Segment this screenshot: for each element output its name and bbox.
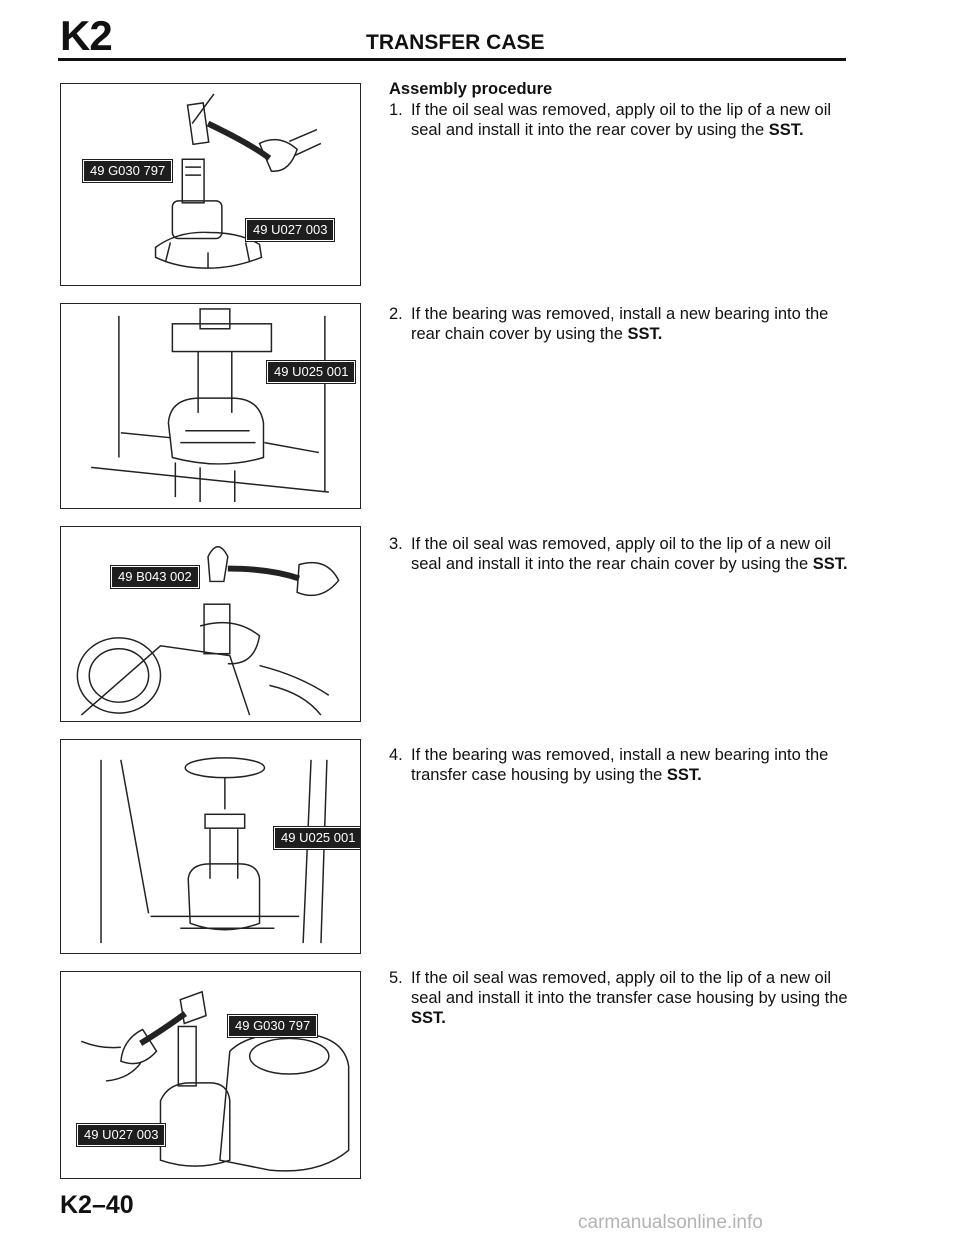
tool-label: 49 G030 797 [226, 1014, 319, 1038]
step-number: 4. [389, 746, 403, 764]
step-2: 2. If the bearing was removed, install a… [389, 304, 851, 344]
tool-label: 49 U025 001 [272, 826, 360, 850]
assembly-procedure-heading: Assembly procedure [389, 80, 553, 98]
step-text: If the bearing was removed, install a ne… [411, 305, 829, 343]
figure-5-illustration [80, 990, 350, 1172]
watermark: carmanualsonline.info [578, 1212, 763, 1233]
tool-label: 49 U025 001 [265, 360, 357, 384]
step-number: 3. [389, 535, 403, 553]
figure-4-illustration [100, 757, 328, 944]
figure-3-oil-seal-rear-chain-cover: 49 B043 002 [60, 526, 361, 722]
figure-2-illustration [91, 308, 329, 503]
page-title: TRANSFER CASE [366, 31, 545, 54]
step-text: If the oil seal was removed, apply oil t… [411, 535, 848, 573]
step-5: 5. If the oil seal was removed, apply oi… [389, 968, 851, 1028]
step-3: 3. If the oil seal was removed, apply oi… [389, 534, 851, 574]
step-number: 2. [389, 305, 403, 323]
step-text: If the bearing was removed, install a ne… [411, 746, 829, 784]
tool-label: 49 B043 002 [110, 565, 200, 589]
step-1: 1. If the oil seal was removed, apply oi… [389, 100, 851, 140]
header-rule [58, 58, 846, 61]
tool-label: 49 U027 003 [244, 218, 336, 242]
section-code: K2 [60, 12, 113, 59]
figure-4-bearing-transfer-case: 49 U025 001 [60, 739, 361, 954]
step-number: 5. [389, 969, 403, 987]
tool-label: 49 U027 003 [75, 1123, 167, 1147]
figure-1-illustration [154, 93, 322, 269]
step-text: If the oil seal was removed, apply oil t… [411, 101, 832, 139]
figure-3-illustration [76, 546, 340, 716]
step-4: 4. If the bearing was removed, install a… [389, 745, 851, 785]
page-number: K2–40 [60, 1191, 134, 1219]
step-text: If the oil seal was removed, apply oil t… [411, 969, 848, 1027]
figure-5-oil-seal-transfer-case: 49 G030 797 49 U027 003 [60, 971, 361, 1179]
tool-label: 49 G030 797 [81, 159, 174, 183]
figure-2-bearing-rear-chain-cover: 49 U025 001 [60, 303, 361, 509]
step-number: 1. [389, 101, 403, 119]
figure-1-oil-seal-rear-cover: 49 G030 797 49 U027 003 [60, 83, 361, 286]
